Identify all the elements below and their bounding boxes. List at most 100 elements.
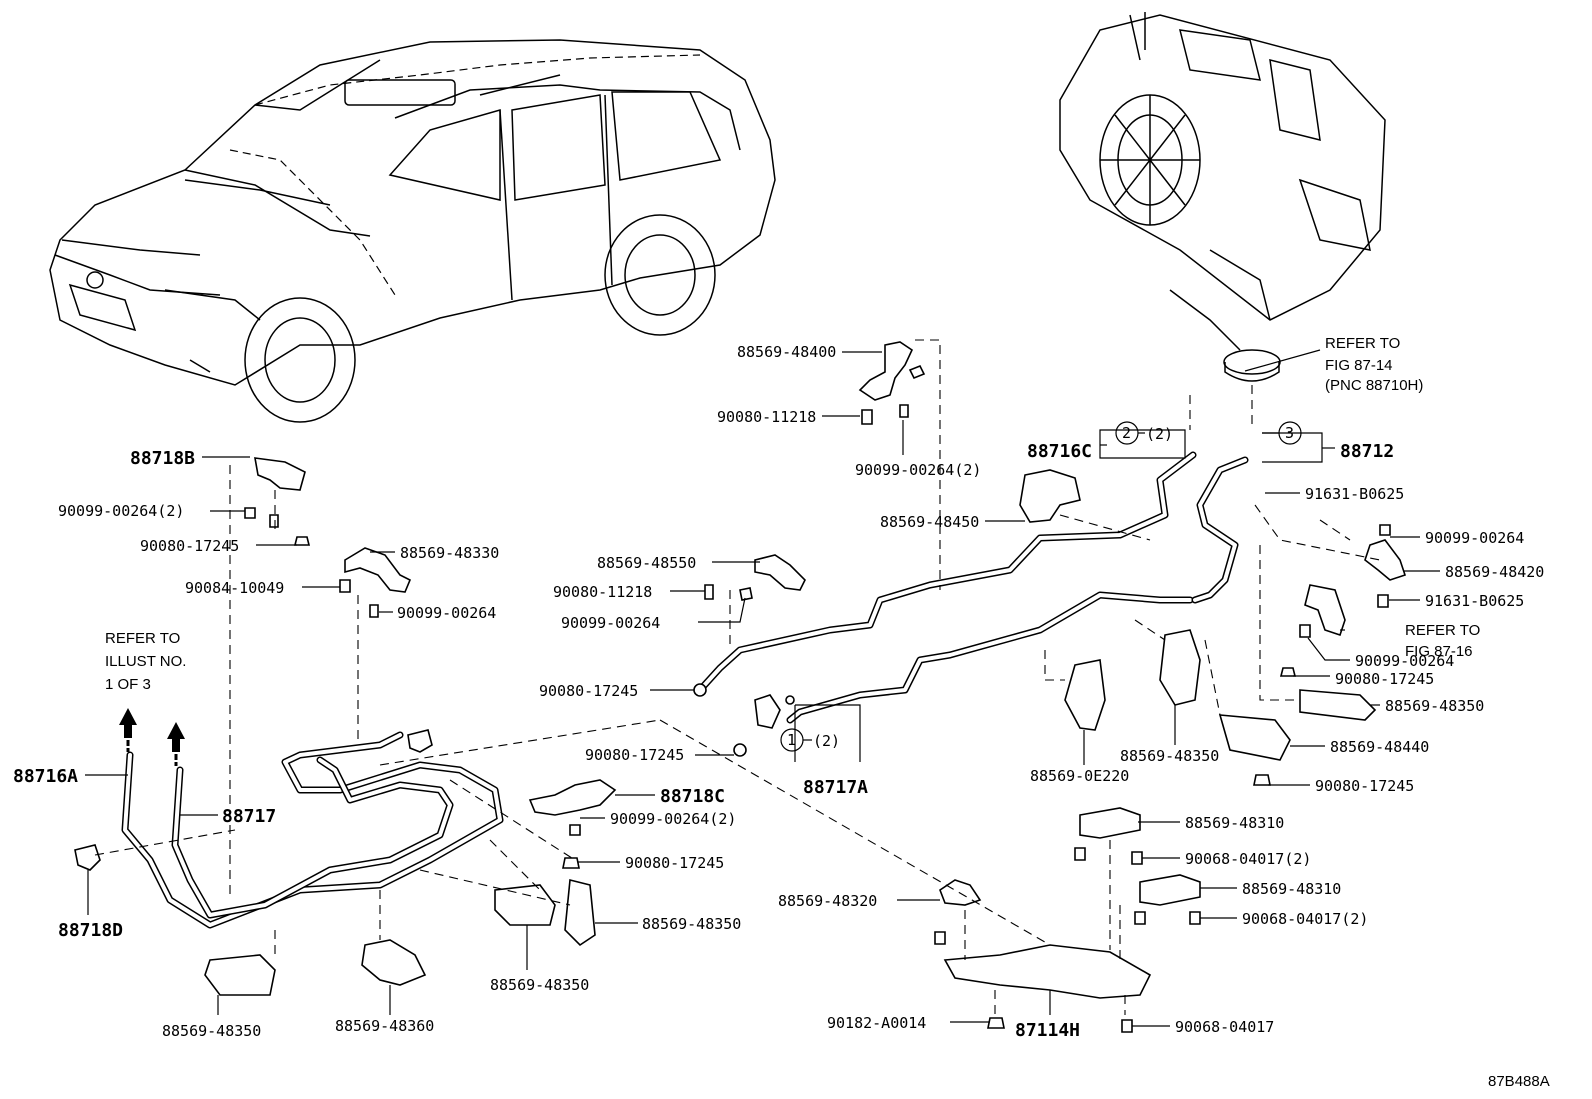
label-90099-00264-b: 90099-00264 xyxy=(397,604,496,622)
bolt-icon xyxy=(861,409,873,425)
clamp-88569-48350-b xyxy=(494,884,556,926)
clamp-88569-0E220 xyxy=(1064,659,1106,731)
valve-icon xyxy=(407,729,433,753)
label-88718C: 88718C xyxy=(660,786,725,807)
label-90099-00264-2-c: 90099-00264(2) xyxy=(610,810,736,828)
label-88717A: 88717A xyxy=(803,777,868,798)
clamp-88569-48310-b xyxy=(1139,874,1201,906)
label-88569-48350-c: 88569-48350 xyxy=(642,915,741,933)
clip-icon xyxy=(785,695,795,705)
bolt-icon xyxy=(934,931,946,945)
label-88569-48400: 88569-48400 xyxy=(737,343,836,361)
up-arrow-icon xyxy=(167,722,185,766)
callout-3-number: 3 xyxy=(1285,424,1294,442)
label-90099-00264-c: 90099-00264 xyxy=(561,614,660,632)
pipe-88716A-88717 xyxy=(121,731,504,929)
bolt-icon xyxy=(369,604,379,618)
clip-88718D xyxy=(74,844,101,871)
vehicle-illustration xyxy=(49,39,776,423)
label-91631-B0625-b: 91631-B0625 xyxy=(1425,592,1524,610)
bolt-icon xyxy=(269,514,279,528)
label-90099-00264-2-a: 90099-00264(2) xyxy=(855,461,981,479)
note-refer-illust-2: ILLUST NO. xyxy=(105,653,186,670)
label-90080-17245-r: 90080-17245 xyxy=(1335,670,1434,688)
label-88569-48330: 88569-48330 xyxy=(400,544,499,562)
clamp-88569-48350-a xyxy=(204,954,276,996)
bracket-88569-48420 xyxy=(1364,539,1407,581)
note-refer-illust-3: 1 OF 3 xyxy=(105,676,151,693)
label-90080-17245-b: 90080-17245 xyxy=(539,682,638,700)
nut-icon xyxy=(693,683,707,697)
label-90080-17245-a: 90080-17245 xyxy=(140,537,239,555)
leader-lines xyxy=(85,349,1440,1027)
bolt-icon xyxy=(1377,594,1389,608)
bolt-icon xyxy=(569,824,581,836)
clip-88718C xyxy=(528,779,617,816)
label-90080-11218-b: 90080-11218 xyxy=(553,583,652,601)
label-88569-48350-b: 88569-48350 xyxy=(490,976,589,994)
bolt-icon xyxy=(1379,524,1391,536)
dashed-guides xyxy=(94,339,1381,1015)
pipe-88712 xyxy=(1191,456,1249,604)
label-90068-04017: 90068-04017 xyxy=(1175,1018,1274,1036)
clamp-88569-48440 xyxy=(1218,714,1291,761)
bolt-icon xyxy=(1131,851,1143,865)
note-refer-fig-87-14-3: (PNC 88710H) xyxy=(1325,377,1423,394)
pipe-88716C xyxy=(696,451,1197,694)
label-90080-17245-c: 90080-17245 xyxy=(585,746,684,764)
nut-icon xyxy=(1253,774,1271,786)
diagram-id: 87B488A xyxy=(1488,1073,1550,1090)
note-refer-illust-1: REFER TO xyxy=(105,630,180,647)
label-88718B: 88718B xyxy=(130,448,195,469)
label-90099-00264-2-b: 90099-00264(2) xyxy=(58,502,184,520)
callout-1-qty: (2) xyxy=(813,732,840,750)
label-91631-B0625-a: 91631-B0625 xyxy=(1305,485,1404,503)
clip-88718B xyxy=(254,457,306,491)
nut-icon xyxy=(293,536,311,546)
label-88712: 88712 xyxy=(1340,441,1394,462)
label-88569-48420: 88569-48420 xyxy=(1445,563,1544,581)
label-88569-48450: 88569-48450 xyxy=(880,513,979,531)
clamp-88569-48310-a xyxy=(1079,807,1141,839)
label-88569-48440: 88569-48440 xyxy=(1330,738,1429,756)
bolt-icon xyxy=(339,579,351,593)
nut-icon xyxy=(733,743,747,757)
callout-2-number: 2 xyxy=(1122,424,1131,442)
up-arrow-icon xyxy=(119,708,137,752)
nut-icon xyxy=(1279,667,1297,677)
bracket-88569-48400 xyxy=(858,341,914,401)
label-88569-48360: 88569-48360 xyxy=(335,1017,434,1035)
bolt-icon xyxy=(1189,911,1201,925)
note-refer-fig-87-16-1: REFER TO xyxy=(1405,622,1480,639)
label-90099-00264-r1: 90099-00264 xyxy=(1425,529,1524,547)
label-88569-0E220: 88569-0E220 xyxy=(1030,767,1129,785)
clamp-88569-48350-m xyxy=(1159,629,1201,706)
labels: 88569-48400 90080-11218 90099-00264(2) 8… xyxy=(13,335,1550,1090)
nut-icon xyxy=(562,857,580,869)
clamp-88569-48350-r xyxy=(1299,689,1377,721)
label-88569-48310-b: 88569-48310 xyxy=(1242,880,1341,898)
bracket-88569-48550 xyxy=(754,554,806,591)
note-refer-fig-87-16-2: FIG 87-16 xyxy=(1405,643,1473,660)
label-88718D: 88718D xyxy=(58,920,123,941)
label-88569-48350-m: 88569-48350 xyxy=(1120,747,1219,765)
label-90080-11218-a: 90080-11218 xyxy=(717,408,816,426)
note-refer-fig-87-14-2: FIG 87-14 xyxy=(1325,357,1393,374)
label-90099-00264-r2: 90099-00264 xyxy=(1355,652,1454,670)
bolt-icon xyxy=(899,404,909,418)
clamp-88569-48450 xyxy=(1019,469,1081,523)
bolt-icon xyxy=(1299,624,1311,638)
bracket-88569-48330 xyxy=(344,547,412,593)
clip-88717A xyxy=(754,694,781,729)
label-90080-17245-r2: 90080-17245 xyxy=(1315,777,1414,795)
label-87114H: 87114H xyxy=(1015,1020,1080,1041)
bolt-icon xyxy=(739,587,753,601)
note-refer-fig-87-14-1: REFER TO xyxy=(1325,335,1400,352)
label-88716A: 88716A xyxy=(13,766,78,787)
clamp-88569-48350-c xyxy=(564,878,596,947)
label-90084-10049: 90084-10049 xyxy=(185,579,284,597)
label-88716C: 88716C xyxy=(1027,441,1092,462)
bolt-icon xyxy=(1121,1019,1133,1033)
